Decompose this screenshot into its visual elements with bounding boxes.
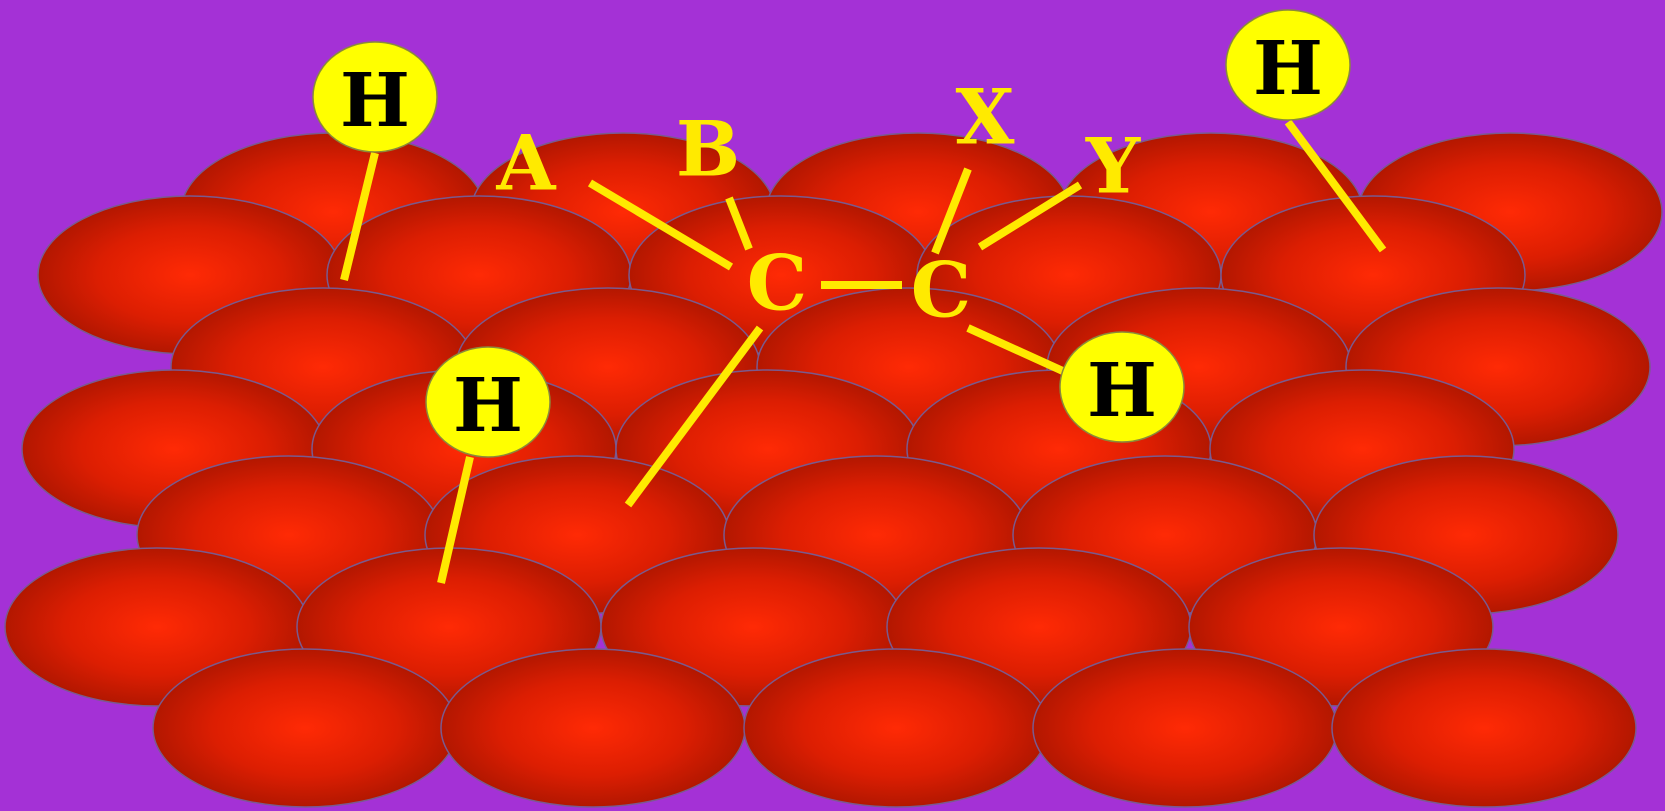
h-atom-label: H <box>340 58 410 144</box>
carbon-left-label: C <box>747 239 808 328</box>
surface-atom <box>1331 648 1637 808</box>
bonds <box>340 119 1387 584</box>
h-atom-label: H <box>1253 26 1323 112</box>
h-atom-mid-left: H <box>425 346 551 458</box>
substituent-y-label: Y <box>1085 122 1141 211</box>
substituent-b-label: B <box>676 105 740 194</box>
h-atom-top-left: H <box>312 41 438 153</box>
h-atom-label: H <box>453 363 523 449</box>
surface-atom <box>152 648 458 808</box>
bond-carbon-right-h <box>966 324 1067 376</box>
h-atom-top-right: H <box>1225 9 1351 121</box>
substituent-a-label: A <box>496 119 557 208</box>
bond-h-top-right-surface <box>1284 119 1387 253</box>
bond-x-carbon-right <box>931 167 972 255</box>
surface-atom <box>1032 648 1338 808</box>
bond-a-carbon-left <box>587 179 734 271</box>
bond-y-carbon-right <box>977 181 1083 251</box>
bond-h-top-left-surface <box>340 152 379 281</box>
hydrogen-atoms: H H H H <box>312 9 1351 458</box>
h-atom-label: H <box>1087 348 1157 434</box>
surface-atom <box>440 648 746 808</box>
bond-b-carbon-left <box>725 196 753 251</box>
surface-atom <box>743 648 1049 808</box>
substituent-x-label: X <box>956 73 1015 162</box>
bond-h-mid-left-surface <box>437 456 474 584</box>
h-atom-mid-right: H <box>1059 331 1185 443</box>
carbon-right-label: C <box>911 246 972 335</box>
bond-carbon-left-surface <box>624 325 764 508</box>
molecule-labels: A B X Y C C <box>496 73 1141 335</box>
metal-surface <box>4 132 1663 808</box>
